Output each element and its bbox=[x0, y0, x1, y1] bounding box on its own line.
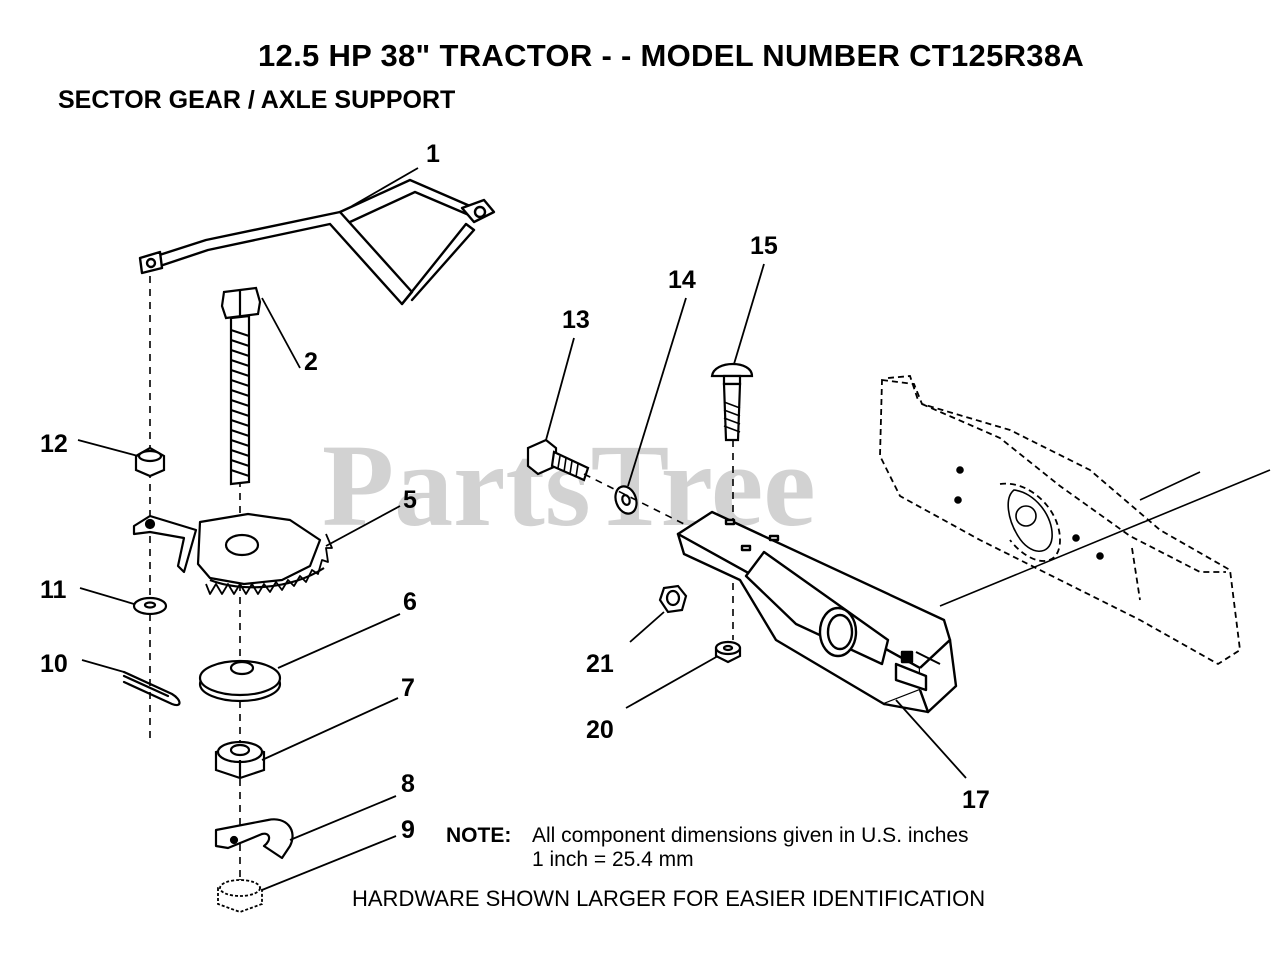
part-5-sector-gear bbox=[132, 512, 333, 595]
part-12-nut bbox=[134, 446, 166, 478]
part-7-nut bbox=[214, 740, 266, 780]
part-9-nut bbox=[217, 879, 263, 913]
callout-15: 15 bbox=[750, 232, 778, 260]
note-line-1: NOTE: All component dimensions given in U… bbox=[446, 824, 969, 848]
note-block: NOTE: All component dimensions given in U… bbox=[446, 824, 969, 872]
callout-21: 21 bbox=[586, 650, 614, 678]
assembly-axis-bolt13 bbox=[583, 473, 701, 533]
callout-8: 8 bbox=[401, 770, 415, 798]
part-13-bolt bbox=[526, 438, 590, 482]
callout-12: 12 bbox=[40, 430, 68, 458]
callout-7: 7 bbox=[401, 674, 415, 702]
part-17-axle-support bbox=[676, 510, 958, 714]
callout-1: 1 bbox=[426, 140, 440, 168]
diagram-subtitle: SECTOR GEAR / AXLE SUPPORT bbox=[58, 86, 456, 114]
callout-5: 5 bbox=[403, 486, 417, 514]
callout-2: 2 bbox=[304, 348, 318, 376]
callout-13: 13 bbox=[562, 306, 590, 334]
callout-6: 6 bbox=[403, 588, 417, 616]
frame-axle-dashed bbox=[879, 375, 1241, 666]
part-10-cotter-pin bbox=[122, 670, 181, 707]
part-2-bolt bbox=[220, 286, 262, 486]
callout-11: 11 bbox=[40, 576, 67, 604]
callout-10: 10 bbox=[40, 650, 68, 678]
callout-14: 14 bbox=[668, 266, 696, 294]
leader-lines bbox=[77, 167, 967, 891]
part-21-nut bbox=[658, 584, 688, 614]
part-1-drag-link bbox=[138, 178, 496, 306]
part-11-washer bbox=[132, 596, 168, 616]
callout-20: 20 bbox=[586, 716, 614, 744]
frame-axle-solid bbox=[939, 466, 1271, 607]
note-text-1: All component dimensions given in U.S. i… bbox=[532, 824, 969, 847]
hardware-note: HARDWARE SHOWN LARGER FOR EASIER IDENTIF… bbox=[352, 886, 986, 911]
part-20-nut bbox=[714, 640, 742, 664]
callout-17: 17 bbox=[962, 786, 990, 814]
part-6-spacer bbox=[198, 659, 282, 703]
part-15-carriage-bolt bbox=[710, 363, 754, 442]
callout-9: 9 bbox=[401, 816, 415, 844]
note-label: NOTE: bbox=[446, 824, 512, 847]
part-8-clamp bbox=[214, 818, 294, 860]
diagram-title: 12.5 HP 38" TRACTOR - - MODEL NUMBER CT1… bbox=[258, 38, 1085, 73]
note-text-2: 1 inch = 25.4 mm bbox=[532, 848, 694, 871]
